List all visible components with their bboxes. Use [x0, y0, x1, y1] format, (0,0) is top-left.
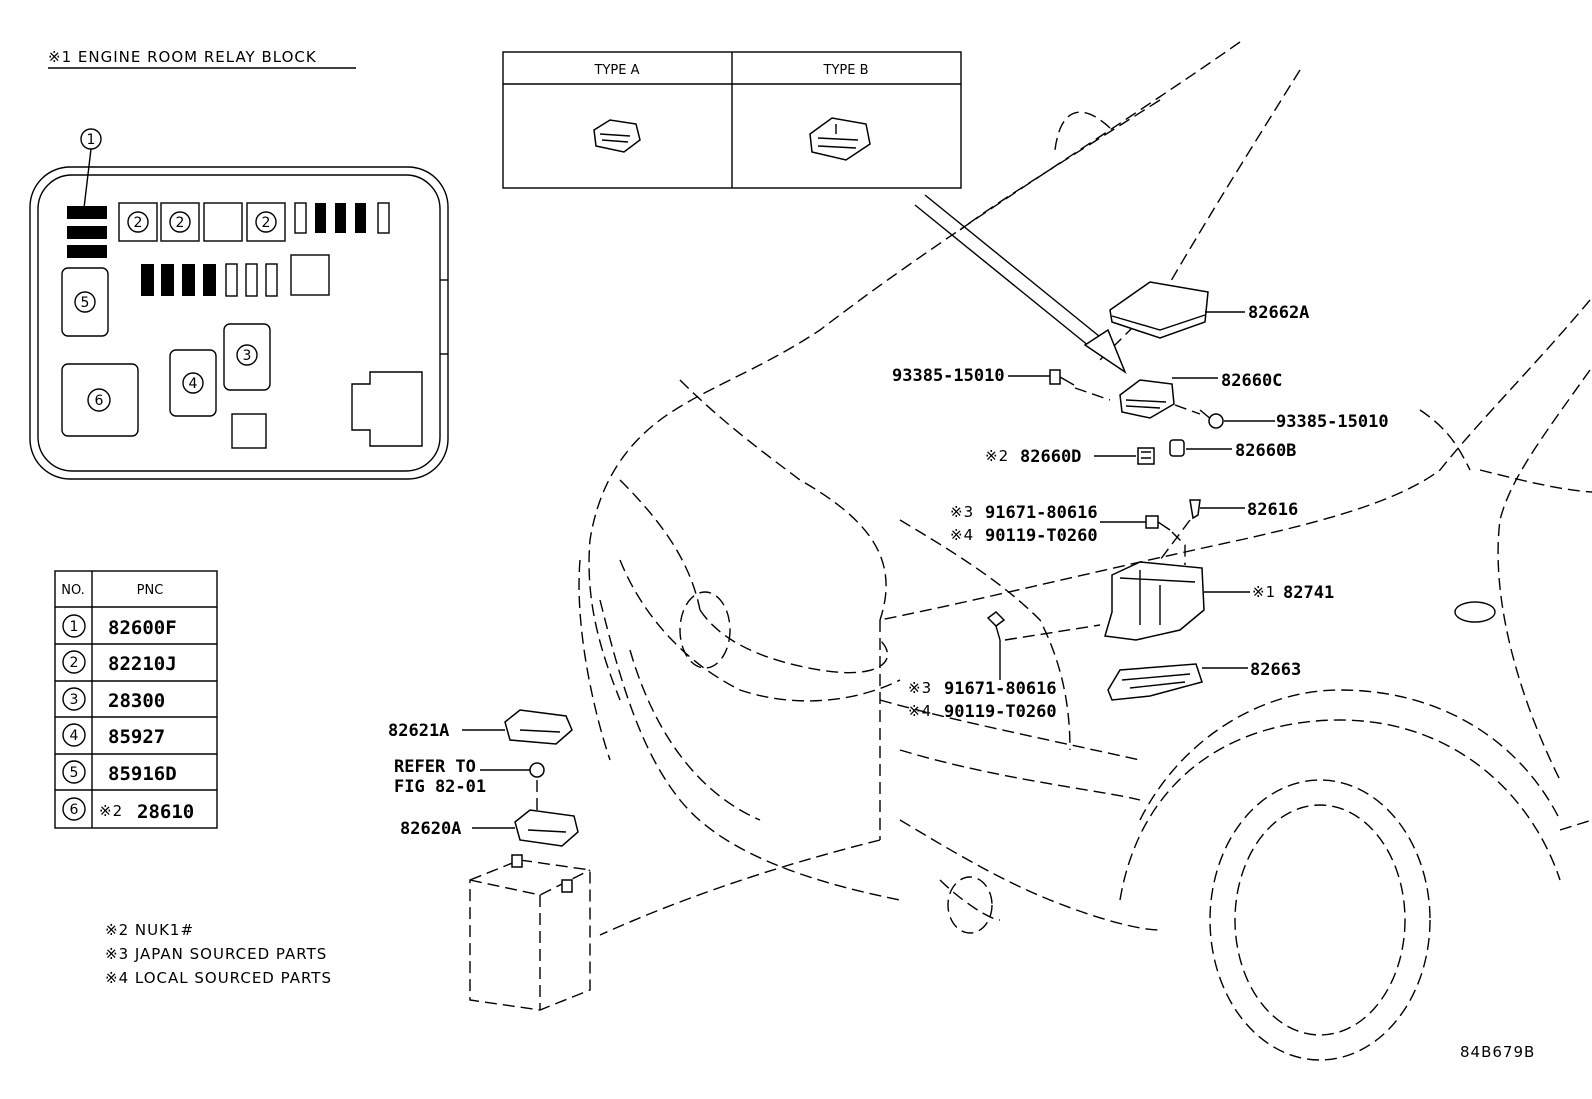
pnc-row-no: 3	[70, 692, 79, 708]
relay-block-82660c	[1119, 379, 1175, 419]
label-82741-mark: ※1	[1252, 583, 1276, 601]
battery-icon	[469, 854, 591, 1011]
callout-4-label: 4	[189, 376, 198, 392]
label-82660b: 82660B	[1235, 441, 1296, 461]
pnc-row-value: 28300	[108, 690, 165, 712]
pnc-row-value: 82600F	[108, 617, 177, 639]
label-82620a: 82620A	[400, 819, 461, 839]
note-line: ※2 NUK1#	[105, 921, 194, 939]
bracket-82663	[1107, 663, 1203, 701]
label-91671-bottom: 91671-80616	[944, 679, 1057, 699]
label-refer-to: REFER TO	[394, 757, 476, 777]
figure-id: 84B679B	[1460, 1043, 1535, 1061]
pnc-row-value: 85916D	[108, 763, 177, 785]
car-front-outline	[578, 41, 1592, 1061]
callout-5-label: 5	[81, 295, 90, 311]
nut-icon	[529, 762, 545, 778]
footnotes: ※2 NUK1# ※3 JAPAN SOURCED PARTS ※4 LOCAL…	[105, 921, 332, 987]
type-a-header: TYPE A	[594, 63, 640, 78]
label-91671-top-mark: ※3	[950, 503, 974, 521]
callout-2b-label: 2	[176, 215, 185, 231]
callout-1-label: 1	[87, 132, 96, 148]
relay-block-title: ※1 ENGINE ROOM RELAY BLOCK	[48, 48, 317, 66]
pnc-row-no: 5	[70, 765, 79, 781]
label-82660d-mark: ※2	[985, 447, 1009, 465]
label-82660c: 82660C	[1221, 371, 1282, 391]
label-90119-bottom: 90119-T0260	[944, 702, 1057, 722]
pnc-table-pnc-header: PNC	[137, 583, 164, 598]
callout-6-label: 6	[95, 393, 104, 409]
label-91671-bottom-mark: ※3	[908, 679, 932, 697]
type-table: TYPE A TYPE B	[502, 51, 962, 189]
label-82662a: 82662A	[1248, 303, 1309, 323]
label-90119-top: 90119-T0260	[985, 526, 1098, 546]
pnc-table: NO. PNC 1 82600F 2 82210J 3 28300 4 8592…	[54, 570, 218, 829]
relay-82660b	[1169, 439, 1185, 457]
note-line: ※3 JAPAN SOURCED PARTS	[105, 945, 327, 963]
bolt-91671-bottom	[986, 611, 1006, 641]
label-refer-fig: FIG 82-01	[394, 777, 486, 797]
label-82663: 82663	[1250, 660, 1301, 680]
connector-82660d	[1137, 447, 1155, 465]
pnc-table-no-header: NO.	[61, 583, 85, 598]
bolt-93385-left	[1049, 369, 1075, 386]
type-b-connector-image	[809, 117, 871, 161]
bolt-91671-top	[1145, 515, 1171, 531]
type-a-connector-image	[593, 119, 641, 153]
location-arrow	[914, 194, 1127, 374]
callout-2a-label: 2	[134, 215, 143, 231]
label-90119-bottom-mark: ※4	[908, 702, 932, 720]
label-90119-top-mark: ※4	[950, 526, 974, 544]
terminal-82620a	[514, 809, 579, 847]
relay-block-inset: ※1 ENGINE ROOM RELAY BLOCK 1 2 2 2	[29, 48, 449, 480]
bracket-82741	[1104, 561, 1205, 641]
callout-2c-label: 2	[262, 215, 271, 231]
pnc-row-no: 1	[70, 619, 79, 635]
fuse-box-cover-82662a	[1109, 281, 1209, 339]
pnc-row-no: 4	[70, 728, 79, 744]
label-82621a: 82621A	[388, 721, 449, 741]
callout-3-label: 3	[243, 348, 252, 364]
pnc-row-no: 6	[70, 802, 79, 818]
label-93385-right: 93385-15010	[1276, 412, 1389, 432]
label-93385-left: 93385-15010	[892, 366, 1005, 386]
pnc-row-value: 28610	[137, 801, 194, 823]
pnc-row-value: 82210J	[108, 653, 177, 675]
label-91671-top: 91671-80616	[985, 503, 1098, 523]
label-82741: 82741	[1283, 583, 1334, 603]
label-82616: 82616	[1247, 500, 1298, 520]
pnc-row-value: 85927	[108, 726, 165, 748]
pnc-row-mark: ※2	[99, 802, 123, 820]
pnc-row-no: 2	[70, 655, 79, 671]
terminal-cover-82621a	[504, 709, 573, 745]
type-b-header: TYPE B	[823, 63, 869, 78]
bolt-93385-right	[1199, 409, 1224, 429]
clip-82616	[1189, 499, 1201, 520]
note-line: ※4 LOCAL SOURCED PARTS	[105, 969, 332, 987]
label-82660d: 82660D	[1020, 447, 1081, 467]
